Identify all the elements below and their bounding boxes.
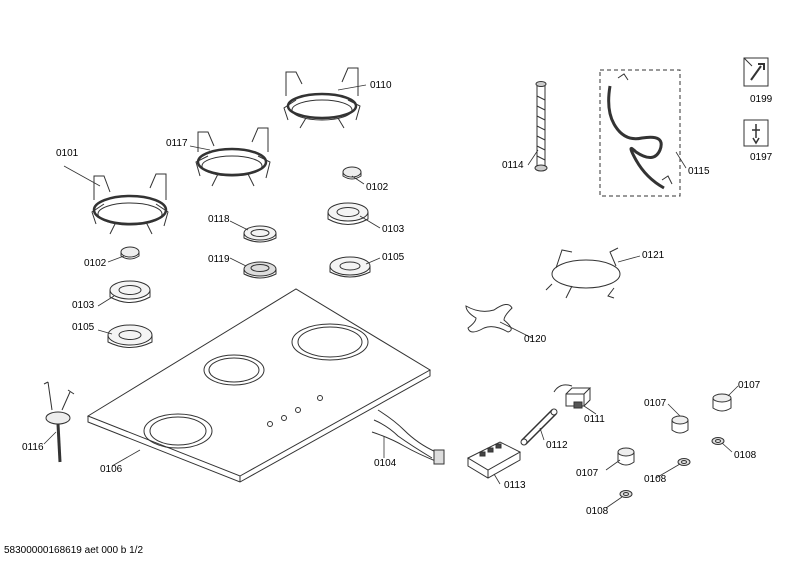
knob-ring-0108-bottom <box>620 491 632 498</box>
callout-0197: 0197 <box>750 152 773 163</box>
leader-lines <box>43 84 739 509</box>
callout-0101: 0101 <box>56 148 79 159</box>
callout-0121: 0121 <box>642 250 665 261</box>
wrench-tool-icon <box>744 58 768 86</box>
burner-cap-0102-right <box>343 167 361 179</box>
control-knob-0107-middle <box>672 416 688 433</box>
callout-0107-middle: 0107 <box>644 398 667 409</box>
ignition-bar-0112 <box>521 409 557 445</box>
knob-ring-0108-right <box>712 438 724 445</box>
ignition-unit-0113 <box>468 442 520 478</box>
callout-0108-bottom: 0108 <box>586 506 609 517</box>
callout-0104: 0104 <box>374 458 397 469</box>
wok-ring-0121 <box>546 248 620 298</box>
callout-0114: 0114 <box>502 160 524 171</box>
callout-0103-left: 0103 <box>72 300 95 311</box>
burner-base-0105-left <box>108 325 152 348</box>
gas-rod-0114 <box>535 82 547 172</box>
pan-support-0117 <box>196 128 270 186</box>
callout-0105-left: 0105 <box>72 322 95 333</box>
simmer-plate-0120 <box>466 304 512 332</box>
burner-base-0105-right <box>330 257 370 277</box>
gas-pipe-0115 <box>600 70 680 196</box>
callout-0199: 0199 <box>750 94 773 105</box>
control-knob-0107-bottom <box>618 448 634 465</box>
wiring-harness-0104 <box>372 410 444 464</box>
callout-0106: 0106 <box>100 464 123 475</box>
burner-head-0103-left <box>110 281 150 303</box>
callout-0105-right: 0105 <box>382 252 405 263</box>
callout-0111: 0111 <box>584 414 605 425</box>
hob-plate-0106 <box>88 289 430 482</box>
callout-0102-left: 0102 <box>84 258 107 269</box>
callout-0102-right: 0102 <box>366 182 389 193</box>
callout-0103-right: 0103 <box>382 224 405 235</box>
callout-0108-right: 0108 <box>734 450 757 461</box>
document-footer-reference: 58300000168619 aet 000 b 1/2 <box>4 545 144 556</box>
callout-0107-top: 0107 <box>738 380 761 391</box>
callout-0116: 0116 <box>22 442 44 453</box>
control-module-0111 <box>554 385 590 408</box>
callout-0108-middle: 0108 <box>644 474 667 485</box>
callout-0112: 0112 <box>546 440 568 451</box>
screwdriver-tool-icon <box>744 120 768 146</box>
thermocouple-0116 <box>44 382 74 462</box>
callout-0117: 0117 <box>166 138 188 149</box>
callout-0115: 0115 <box>688 166 710 177</box>
callout-0110: 0110 <box>370 80 392 91</box>
knob-ring-0108-middle <box>678 459 690 466</box>
pan-support-0101 <box>92 174 168 234</box>
burner-head-0103-right <box>328 203 368 225</box>
burner-cap-0102-left <box>121 247 139 259</box>
burner-cap-0119 <box>244 262 276 278</box>
burner-ring-0118 <box>244 226 276 242</box>
control-knob-0107-top <box>713 394 731 411</box>
callout-0119: 0119 <box>208 254 230 265</box>
callout-0107-bottom: 0107 <box>576 468 599 479</box>
callout-0120: 0120 <box>524 334 547 345</box>
callout-0113: 0113 <box>504 480 526 491</box>
pan-support-0110 <box>284 68 360 128</box>
callout-0118: 0118 <box>208 214 230 225</box>
